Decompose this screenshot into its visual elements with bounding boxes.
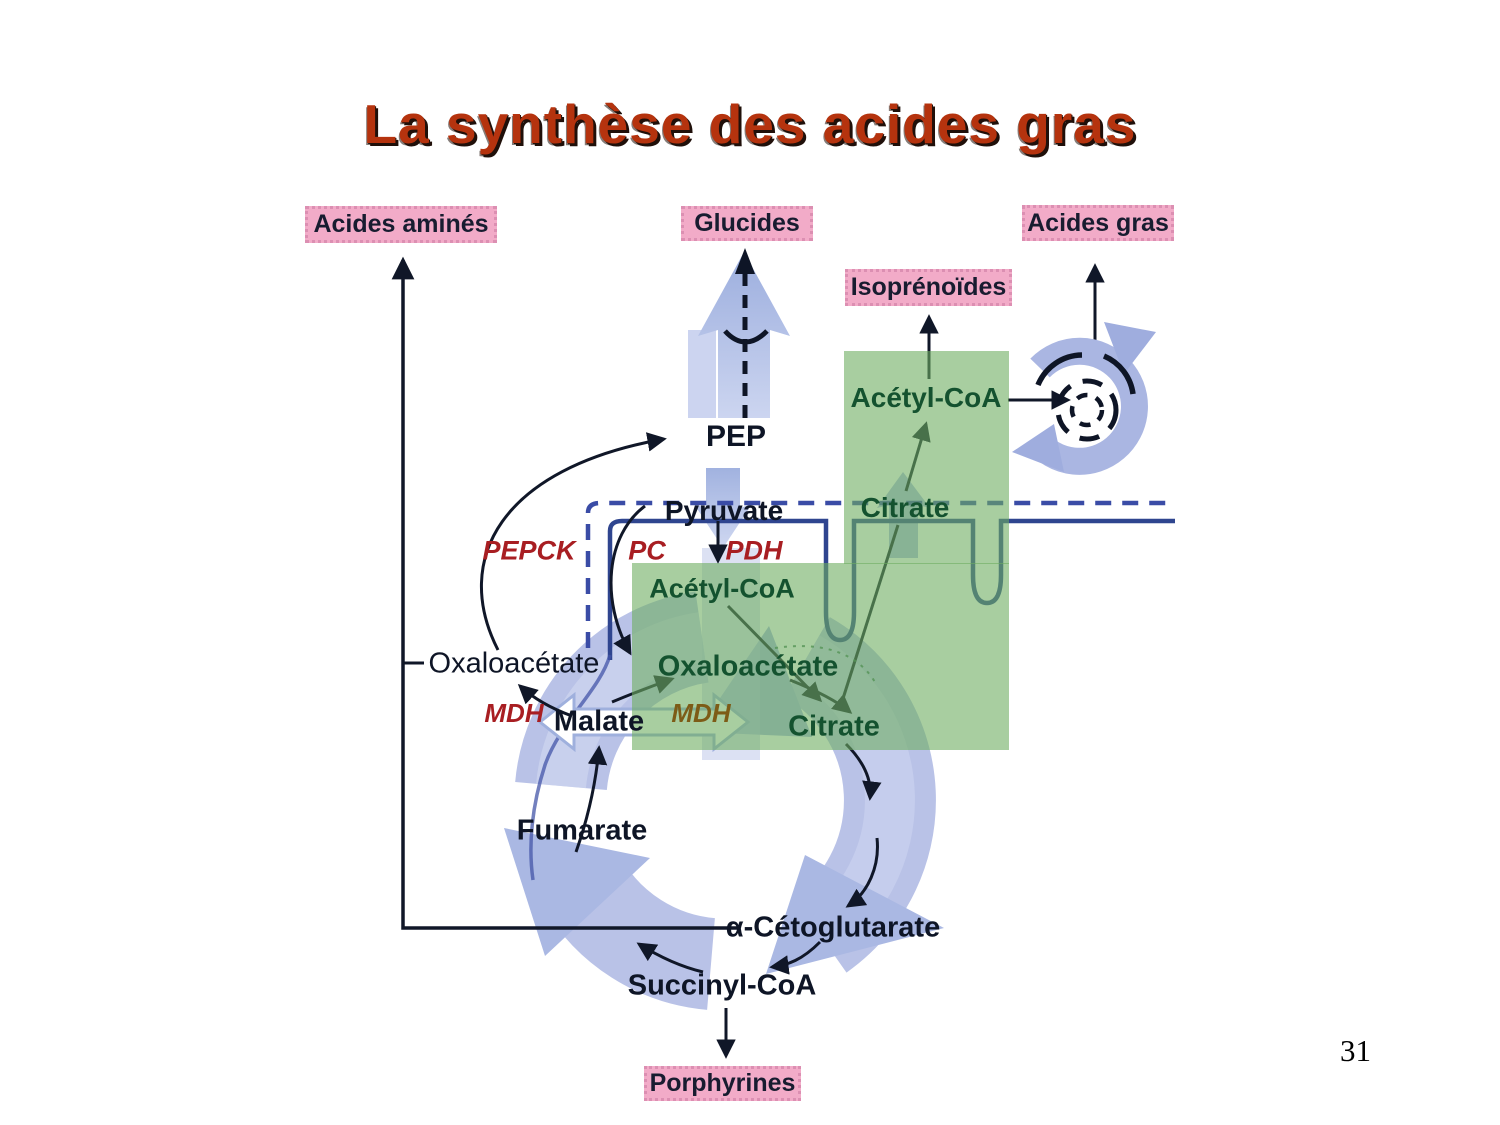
label-enzyme-mdh-mito: MDH — [671, 698, 731, 728]
outer-membrane-dashed — [585, 500, 1175, 648]
label-pyruvate: Pyruvate — [664, 495, 784, 526]
fatty-acid-synthesis-spiral-icon — [1012, 322, 1156, 475]
label-citrate-mito: Citrate — [788, 710, 880, 743]
box-porphyrins: Porphyrines — [644, 1066, 801, 1101]
label-citrate-cytosol: Citrate — [860, 492, 950, 523]
label-enzyme-mdh-cytosol: MDH — [484, 698, 544, 728]
ring-arrowhead-to-fumarate — [504, 828, 650, 956]
slide-title: La synthèse des acides gras — [363, 93, 1137, 155]
arrow-citrate-to-akg-2 — [845, 837, 879, 908]
label-enzyme-pc: PC — [628, 535, 666, 566]
label-oxaloacetate-cytosol: Oxaloacétate — [428, 647, 600, 680]
label-acetyl-coa-mito: Acétyl-CoA — [649, 573, 795, 604]
reaction-arrows — [391, 256, 1105, 1059]
ring-arrowhead-to-succinyl — [766, 855, 944, 974]
label-alpha-ketoglutarate: α-Cétoglutarate — [725, 911, 941, 944]
box-fatty-acids-label: Acides gras — [1027, 208, 1169, 237]
box-fatty-acids: Acides gras — [1022, 205, 1174, 241]
flux-break-cup — [723, 329, 769, 345]
arrow-to-amino-acids — [391, 256, 738, 930]
spiral-blue-arrowhead-top — [1104, 322, 1156, 374]
arrow-akg-to-succinyl — [769, 940, 822, 975]
pep-pyruvate-down-block-arrow — [694, 468, 752, 548]
green-highlight-lower — [632, 563, 1009, 750]
green-highlight-upper — [844, 351, 1009, 564]
glucides-up-block-arrow — [688, 248, 790, 418]
box-porphyrins-label: Porphyrines — [649, 1069, 796, 1097]
box-isoprenoids: Isoprénoïdes — [845, 269, 1012, 306]
label-malate: Malate — [553, 705, 645, 738]
box-amino-acids-label: Acides aminés — [313, 210, 489, 238]
arrow-fumarate-to-malate — [574, 745, 608, 853]
box-carbohydrates-label: Glucides — [694, 209, 800, 237]
box-carbohydrates: Glucides — [681, 206, 813, 241]
page-number: 31 — [1340, 1033, 1371, 1068]
label-acetyl-coa-cytosol: Acétyl-CoA — [850, 382, 1002, 413]
arrow-succinyl-to-fumarate — [636, 942, 704, 974]
label-enzyme-pepck: PEPCK — [482, 535, 576, 566]
label-fumarate: Fumarate — [516, 814, 648, 847]
label-pep: PEP — [705, 420, 767, 453]
label-enzyme-pdh: PDH — [725, 535, 783, 566]
box-isoprenoids-label: Isoprénoïdes — [850, 273, 1007, 301]
spiral-blue-arrowhead-bottom — [1012, 424, 1064, 472]
arrow-pepck — [479, 432, 667, 651]
label-succinyl-coa: Succinyl-CoA — [627, 969, 817, 1002]
box-amino-acids: Acides aminés — [305, 206, 497, 243]
inner-membrane-left-curve — [529, 654, 612, 881]
arrow-malate-to-oaa-cytosol — [517, 684, 573, 718]
label-oxaloacetate-mito: Oxaloacétate — [657, 650, 839, 683]
arrow-pc — [609, 504, 646, 656]
